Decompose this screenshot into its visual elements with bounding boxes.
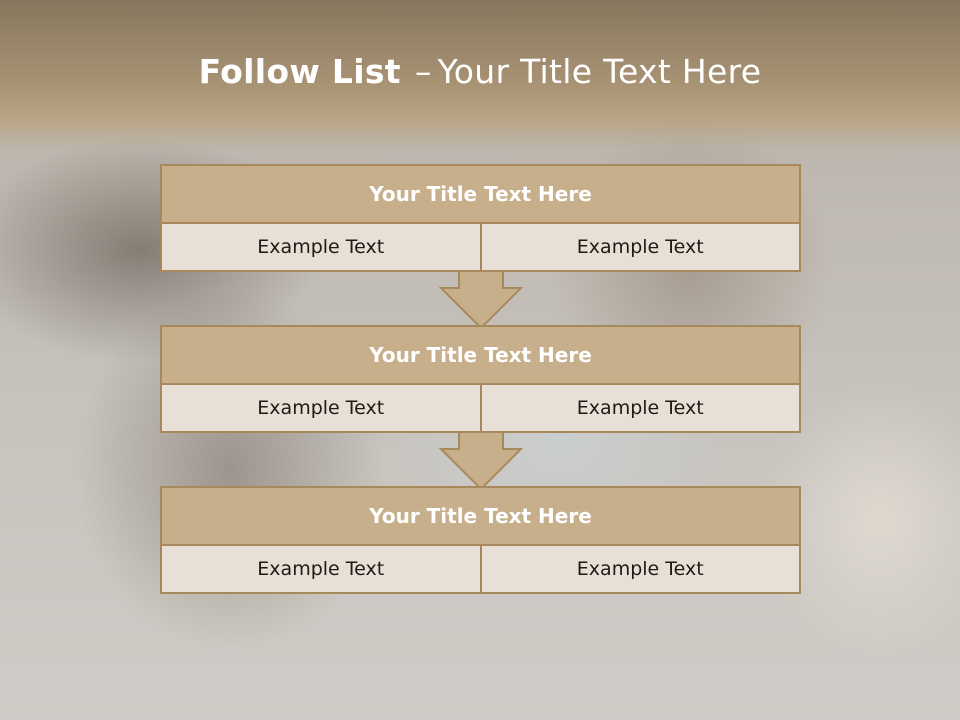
- down-arrow-icon: [439, 431, 523, 491]
- block-cell-left: Example Text: [162, 546, 480, 592]
- block-title: Your Title Text Here: [162, 327, 799, 385]
- block-row: Example Text Example Text: [162, 546, 799, 592]
- down-arrow-icon: [439, 270, 523, 330]
- list-block-3: Your Title Text Here Example Text Exampl…: [160, 486, 801, 594]
- block-cell-right: Example Text: [479, 385, 799, 431]
- block-title: Your Title Text Here: [162, 488, 799, 546]
- block-cell-right: Example Text: [479, 546, 799, 592]
- block-cell-left: Example Text: [162, 224, 480, 270]
- block-row: Example Text Example Text: [162, 224, 799, 270]
- list-block-1: Your Title Text Here Example Text Exampl…: [160, 164, 801, 272]
- page-title-separator: –: [414, 52, 432, 91]
- page-title-bold: Follow List: [198, 52, 401, 91]
- list-block-2: Your Title Text Here Example Text Exampl…: [160, 325, 801, 433]
- block-cell-right: Example Text: [479, 224, 799, 270]
- block-cell-left: Example Text: [162, 385, 480, 431]
- page-title: Follow List–Your Title Text Here: [0, 52, 960, 91]
- header-band: [0, 0, 960, 150]
- block-row: Example Text Example Text: [162, 385, 799, 431]
- block-title: Your Title Text Here: [162, 166, 799, 224]
- page-title-rest: Your Title Text Here: [437, 52, 762, 91]
